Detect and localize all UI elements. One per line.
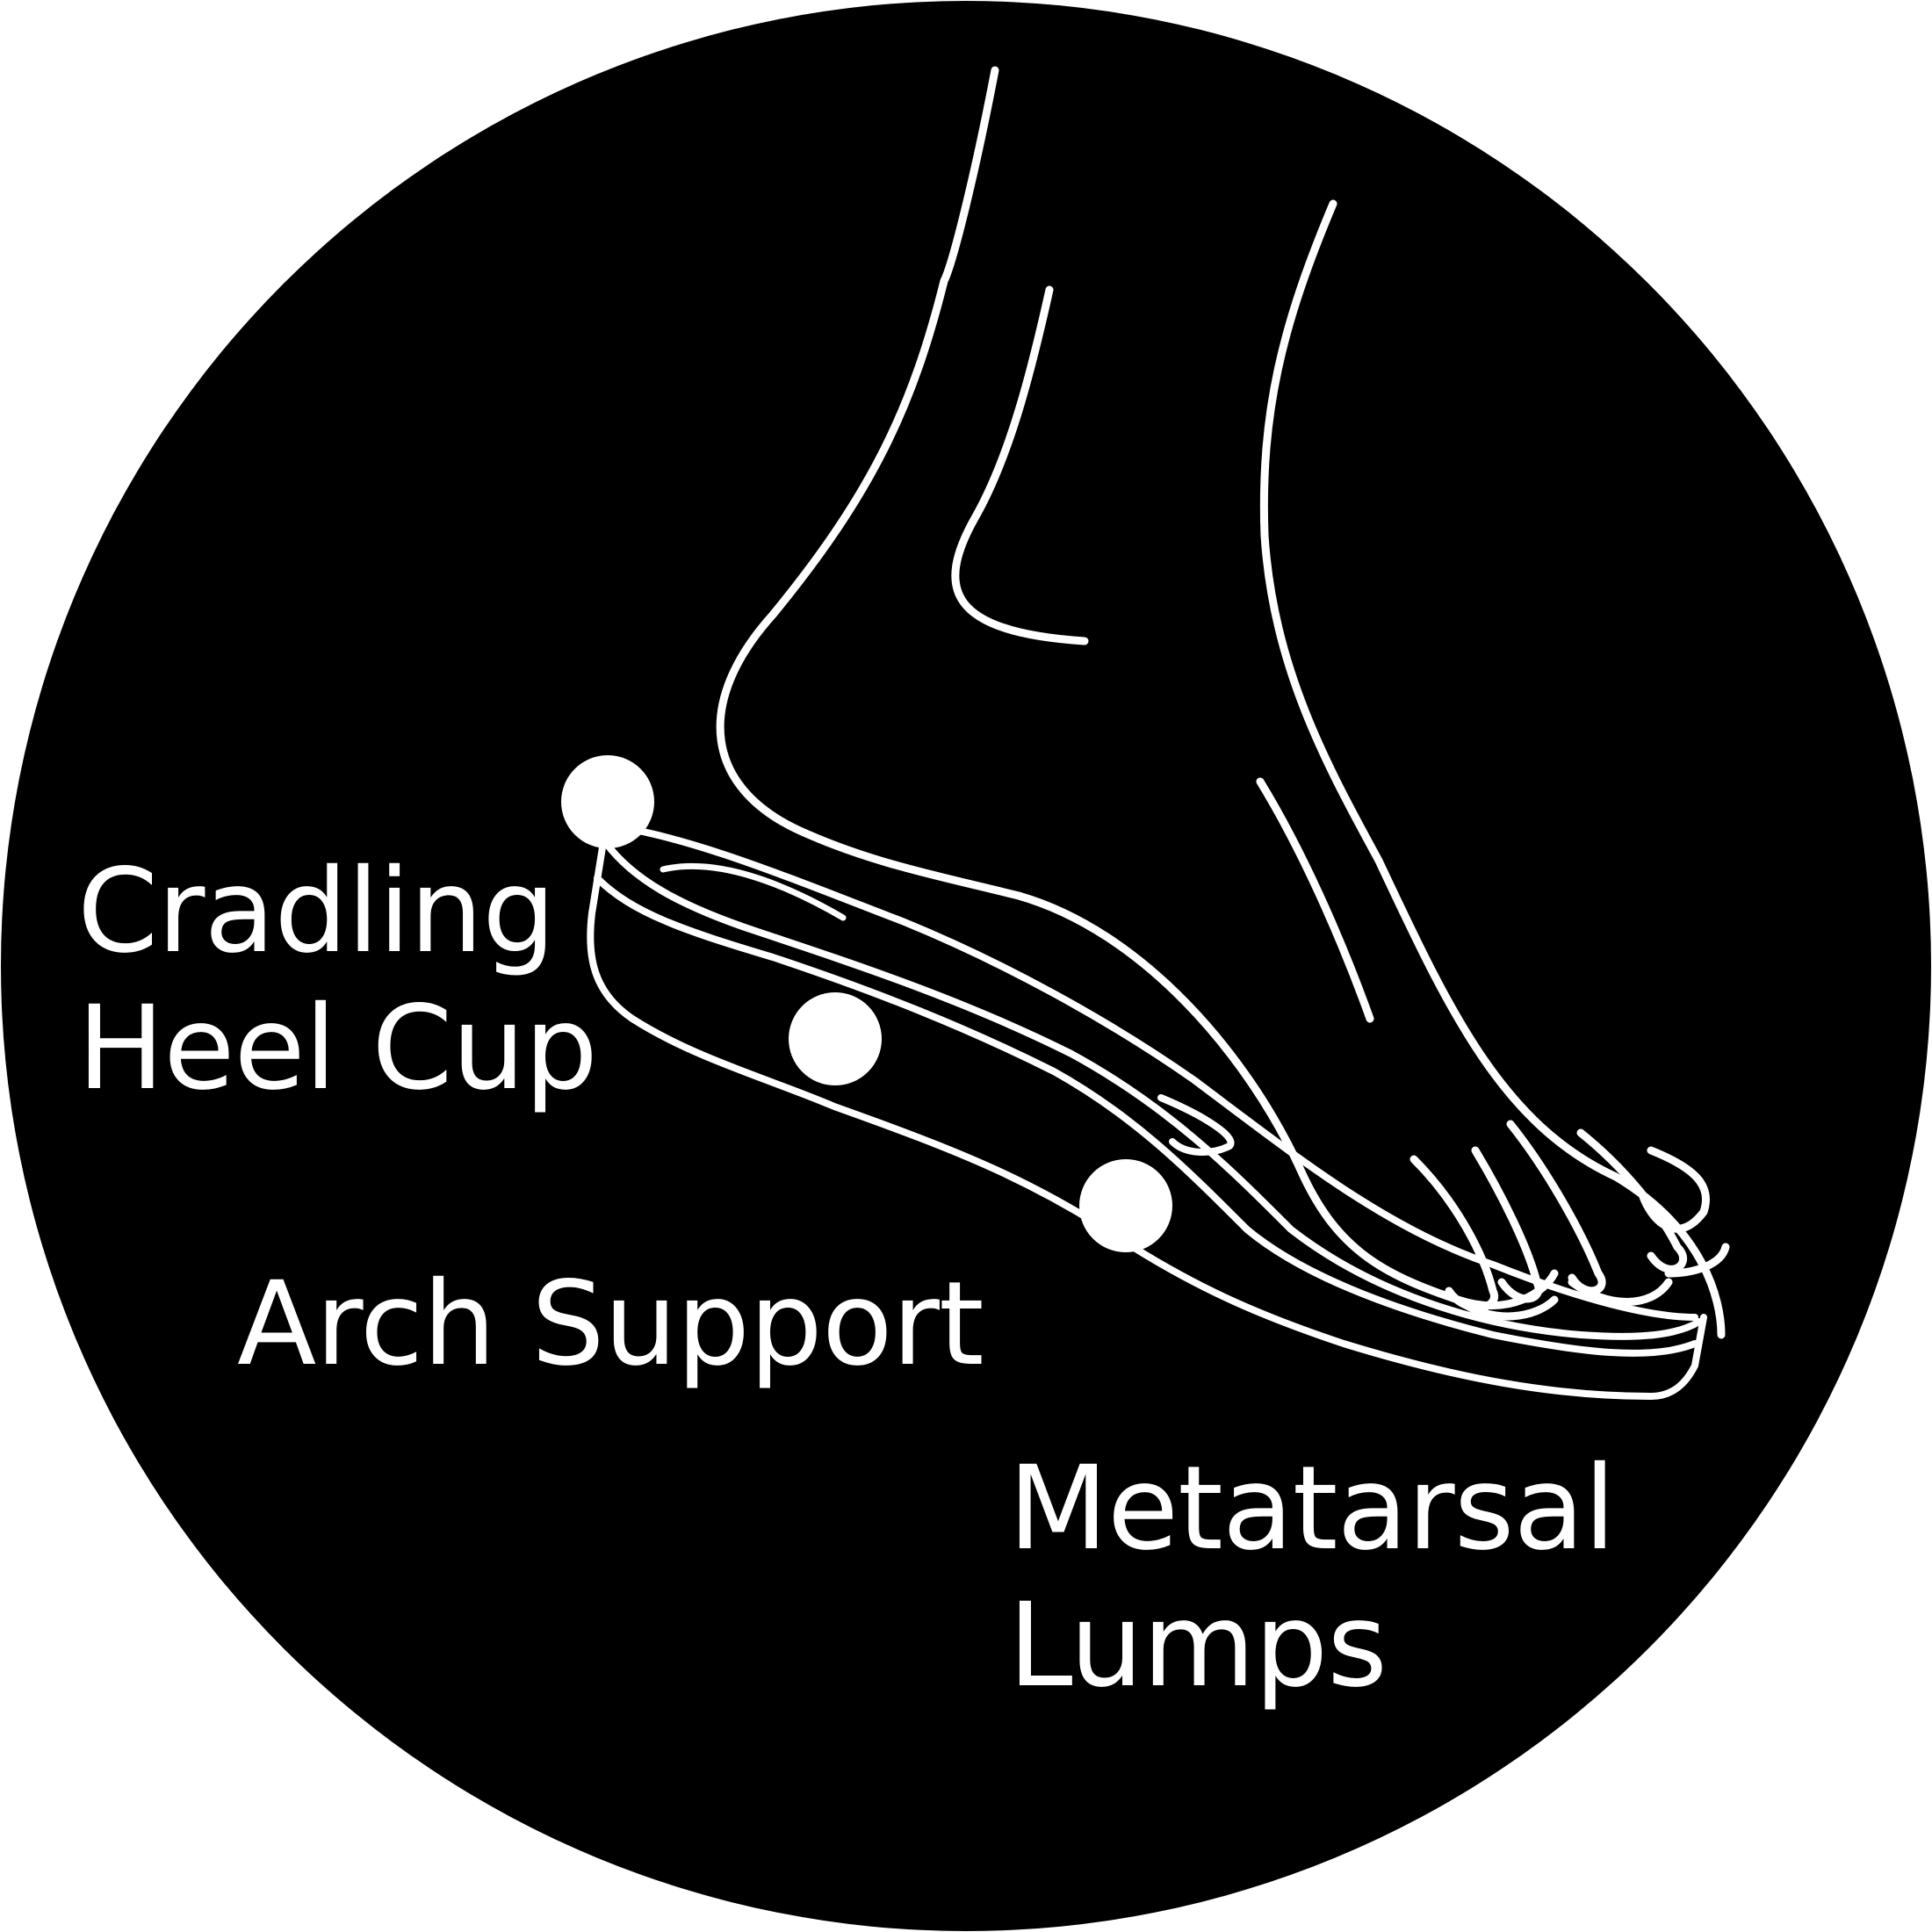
- label-heel-line1: Cradling: [77, 844, 556, 979]
- insole-outline-icon: [587, 822, 1707, 1400]
- label-meta-line1: Metatarsal: [1008, 1441, 1616, 1576]
- label-metatarsal-lumps: Metatarsal Lumps: [1008, 1440, 1616, 1714]
- label-heel-line2: Heel Cup: [77, 981, 598, 1116]
- label-arch-line1: Arch Support: [237, 1257, 984, 1392]
- metatarsal-marker-icon: [1079, 1159, 1172, 1252]
- foot-illustration-icon: [716, 66, 1730, 1339]
- label-cradling-heel-cup: Cradling Heel Cup: [77, 843, 598, 1117]
- marker-dots: [561, 755, 1172, 1252]
- label-meta-line2: Lumps: [1008, 1578, 1388, 1713]
- arch-support-marker-icon: [789, 992, 882, 1085]
- label-arch-support: Arch Support: [237, 1256, 984, 1393]
- heel-cup-marker-icon: [561, 755, 654, 848]
